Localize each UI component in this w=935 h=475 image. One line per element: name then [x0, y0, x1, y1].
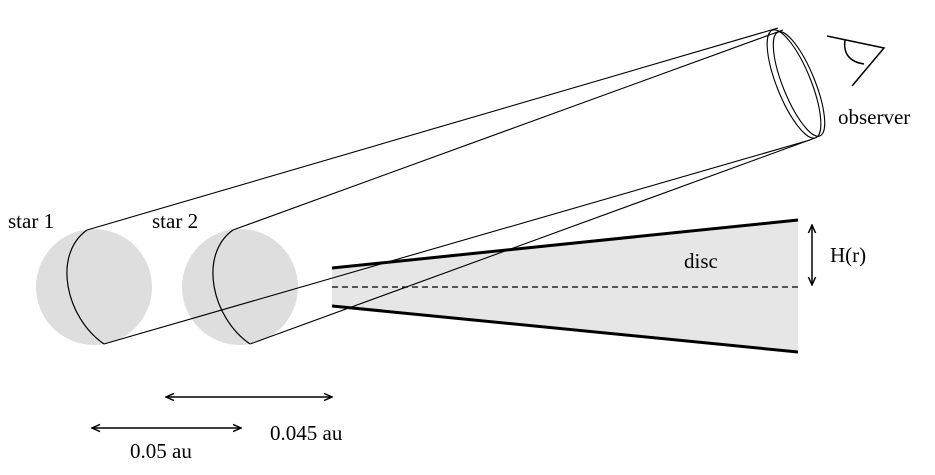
star-1-distance-label: 0.05 au	[130, 439, 192, 463]
scale-height-label: H(r)	[830, 243, 866, 267]
disc-upper-edge	[331, 218, 799, 270]
star-2-limb	[212, 229, 251, 345]
star-2-body	[182, 229, 298, 345]
disc	[331, 218, 800, 354]
cylinder-2-top-edge	[232, 29, 784, 231]
eye-icon	[826, 35, 886, 87]
star-2-distance-label: 0.045 au	[270, 421, 343, 445]
disc-body	[332, 220, 798, 352]
star-1-label: star 1	[8, 209, 54, 233]
cylinder-1-bottom-edge	[103, 139, 811, 345]
cylinder-2-bottom-edge	[249, 137, 816, 345]
observer-label: observer	[838, 105, 910, 129]
cylinder-end-outer	[766, 29, 822, 139]
cylinder-end-inner	[772, 31, 826, 137]
disc-label: disc	[684, 249, 718, 273]
star-1-body	[36, 229, 152, 345]
star-1-limb	[66, 229, 105, 345]
cylinder-1-top-edge	[86, 27, 779, 231]
star-2	[182, 229, 298, 345]
sightline-cylinders	[86, 27, 826, 345]
star-2-label: star 2	[152, 209, 198, 233]
disc-lower-edge	[331, 304, 799, 354]
star-1	[36, 229, 152, 345]
